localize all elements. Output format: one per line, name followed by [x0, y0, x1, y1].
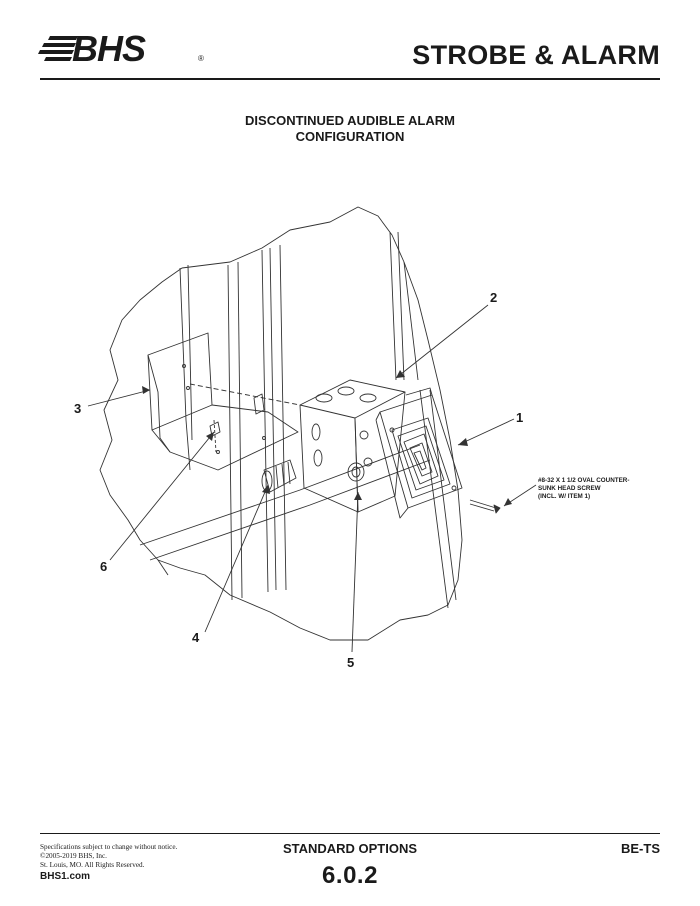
section-label: STANDARD OPTIONS	[282, 841, 418, 856]
footer-rule	[40, 833, 660, 834]
frame-edge	[389, 231, 419, 381]
door-edge	[419, 389, 457, 609]
footer-center: STANDARD OPTIONS 6.0.2	[0, 841, 700, 890]
cable-connector	[263, 459, 297, 493]
screw-note-line: #8-32 X 1 1/2 OVAL COUNTER-	[538, 477, 630, 484]
screw-note-line: SUNK HEAD SCREW	[538, 485, 601, 492]
leader-6	[109, 431, 215, 561]
callout-4: 4	[192, 630, 200, 645]
website-link[interactable]: BHS1.com	[40, 871, 91, 882]
copyright-line: ©2005-2019 BHS, Inc.	[40, 852, 107, 860]
disclaimer-line: Specifications subject to change without…	[40, 843, 178, 851]
leader-5	[351, 491, 359, 653]
mounting-bracket	[147, 332, 213, 431]
frame-return	[179, 264, 193, 471]
horizontal-rail	[139, 444, 431, 561]
bhs-logo: BHS ®	[38, 26, 218, 74]
header-rule	[40, 78, 660, 80]
registered-mark: ®	[198, 54, 204, 63]
callout-3: 3	[74, 401, 82, 416]
screw-note-line: (INCL. W/ ITEM 1)	[538, 493, 591, 500]
callout-5: 5	[347, 655, 355, 670]
leader-3	[87, 389, 151, 407]
logo-text: BHS	[72, 28, 146, 69]
diagram-title-line2: CONFIGURATION	[295, 129, 405, 144]
countersunk-screw	[469, 499, 497, 512]
diagram-title-line1: DISCONTINUED AUDIBLE ALARM	[245, 113, 455, 128]
frame-channel	[227, 244, 287, 601]
page-title: STROBE & ALARM	[412, 40, 660, 70]
callout-2: 2	[490, 290, 498, 305]
diagram-title: DISCONTINUED AUDIBLE ALARM CONFIGURATION	[0, 113, 700, 145]
leader-2	[395, 304, 489, 379]
document-code: BE-TS	[621, 841, 660, 856]
rail-lower	[157, 559, 169, 576]
callout-6: 6	[100, 559, 108, 574]
speed-lines-icon	[38, 36, 78, 61]
screw-note: #8-32 X 1 1/2 OVAL COUNTER- SUNK HEAD SC…	[538, 477, 658, 501]
page-number: 6.0.2	[322, 862, 378, 889]
callout-1: 1	[516, 410, 524, 425]
footer-disclaimer: Specifications subject to change without…	[40, 843, 178, 882]
rights-line: St. Louis, MO. All Rights Reserved.	[40, 861, 145, 869]
audible-alarm	[379, 394, 463, 509]
door-outline	[99, 206, 463, 641]
leader-4	[204, 484, 269, 633]
page-header: BHS ® STROBE & ALARM	[0, 0, 700, 80]
leader-1	[457, 418, 515, 446]
